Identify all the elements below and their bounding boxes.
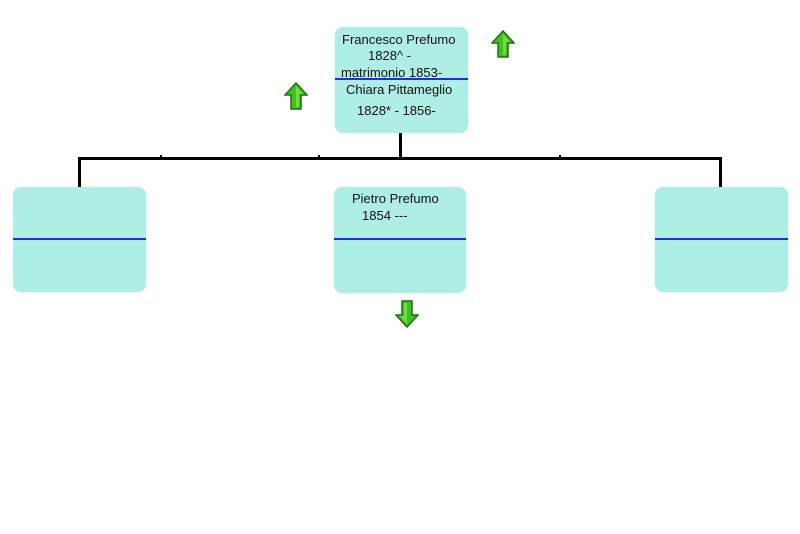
parent-stem-line <box>399 133 402 159</box>
mother-name[interactable]: Chiara Pittameglio <box>346 82 453 97</box>
child-card-center[interactable]: Pietro Prefumo 1854 --- <box>334 187 466 293</box>
couple-divider <box>335 78 468 80</box>
child-name[interactable]: Pietro Prefumo <box>352 191 439 206</box>
spouse-divider <box>334 238 466 240</box>
father-ancestors-up-arrow-icon[interactable] <box>491 30 515 58</box>
sibling-bar-line <box>78 157 722 160</box>
child-left-drop-line <box>78 157 81 187</box>
bar-tick <box>318 155 320 158</box>
child-dates: 1854 --- <box>362 208 408 223</box>
bar-tick <box>160 155 162 158</box>
child-card-right[interactable] <box>655 187 788 292</box>
mother-dates: 1828* - 1856- <box>357 103 436 118</box>
child-card-left[interactable] <box>13 187 146 292</box>
parents-card[interactable]: Francesco Prefumo 1828^ - matrimonio 185… <box>335 27 468 133</box>
child-right-drop-line <box>719 157 722 187</box>
father-name[interactable]: Francesco Prefumo <box>342 32 456 47</box>
spouse-divider <box>13 238 146 240</box>
father-dates: 1828^ - <box>368 48 411 63</box>
bar-tick <box>559 155 561 158</box>
spouse-divider <box>655 238 788 240</box>
child-descendants-down-arrow-icon[interactable] <box>395 300 419 328</box>
marriage-label: matrimonio 1853- <box>341 65 443 80</box>
mother-ancestors-up-arrow-icon[interactable] <box>284 82 308 110</box>
